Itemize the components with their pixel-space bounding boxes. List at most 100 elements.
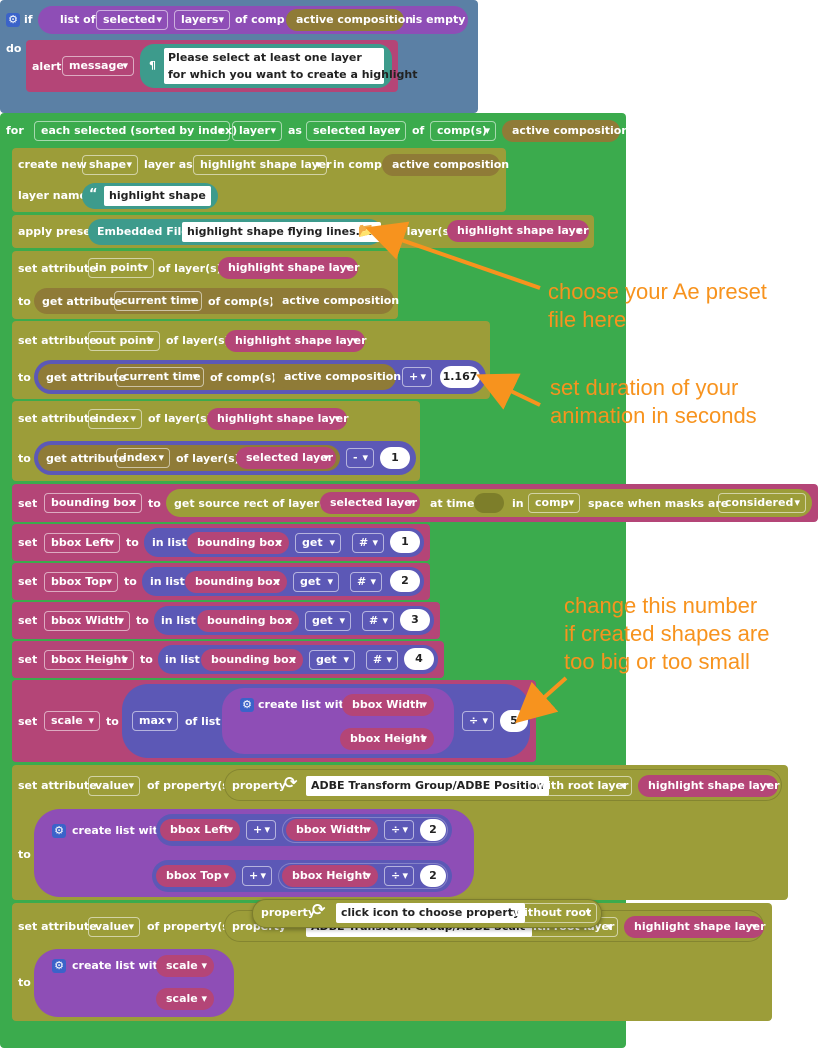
max-dropdown[interactable]: max	[132, 711, 178, 731]
highlight-shape-layer-pill[interactable]: highlight shape layer	[225, 330, 367, 352]
bbox-width-dropdown[interactable]: bbox Width	[44, 611, 130, 631]
considered-dropdown[interactable]: considered	[718, 493, 806, 513]
active-composition-pill[interactable]: active composition	[286, 9, 413, 31]
without-root-dropdown[interactable]: without root	[507, 903, 597, 923]
gear-icon[interactable]: ⚙	[52, 824, 66, 838]
active-composition-pill[interactable]: active composition	[502, 120, 629, 142]
plus-operator-dropdown[interactable]: +	[242, 866, 272, 886]
divide-operator-dropdown[interactable]: ÷	[384, 866, 414, 886]
preset-annotation-line2: file here	[548, 307, 627, 332]
bbox-height-dropdown[interactable]: bbox Height	[44, 650, 134, 670]
index-dropdown[interactable]: index	[116, 448, 170, 468]
bbox-top-dropdown[interactable]: bbox Top	[44, 572, 118, 592]
get-dropdown[interactable]: get	[305, 611, 351, 631]
duration-number[interactable]: 1.167	[440, 366, 480, 388]
active-composition-pill[interactable]: active composition	[272, 290, 399, 312]
divisor-number[interactable]: 2	[420, 865, 446, 887]
selected-layer-pill[interactable]: selected layer	[320, 492, 420, 514]
alert-text-line1: Please select at least one layer	[168, 51, 362, 64]
divide-operator-dropdown[interactable]: ÷	[384, 820, 414, 840]
of-layers-label: of layer(s)	[176, 452, 240, 465]
if-label: if	[24, 13, 33, 26]
hash-dropdown[interactable]: #	[350, 572, 382, 592]
click-icon-text[interactable]: click icon to choose property	[336, 903, 526, 923]
bounding-box-pill[interactable]: bounding box	[187, 532, 289, 554]
current-time-dropdown[interactable]: current time	[114, 291, 202, 311]
adbe-position-text[interactable]: ADBE Transform Group/ADBE Position	[306, 776, 550, 796]
index-dropdown[interactable]: index	[88, 409, 142, 429]
scale-dropdown[interactable]: scale	[44, 711, 100, 731]
divisor-number[interactable]: 2	[420, 819, 446, 841]
bbox-top-pill[interactable]: bbox Top	[156, 865, 236, 887]
active-composition-pill[interactable]: active composition	[382, 154, 509, 176]
layer-dropdown[interactable]: layer	[232, 121, 282, 141]
get-dropdown[interactable]: get	[309, 650, 355, 670]
shape-dropdown[interactable]: shape	[82, 155, 138, 175]
comp-space-dropdown[interactable]: comp	[528, 493, 580, 513]
get-dropdown[interactable]: get	[293, 572, 339, 592]
bounding-box-dropdown[interactable]: bounding box	[44, 493, 142, 513]
property-label: property	[261, 906, 316, 919]
selected-layer-pill[interactable]: selected layer	[236, 447, 336, 469]
highlight-shape-layer-pill[interactable]: highlight shape layer	[207, 408, 349, 430]
with-root-layer-dropdown[interactable]: with root layer	[530, 776, 632, 796]
divide-operator-dropdown[interactable]: ÷	[462, 711, 494, 731]
value-dropdown[interactable]: value	[88, 776, 140, 796]
at-time-label: at time	[430, 497, 475, 510]
alert-text-box[interactable]	[164, 48, 384, 84]
gear-icon[interactable]: ⚙	[52, 959, 66, 973]
out-point-dropdown[interactable]: out point	[88, 331, 160, 351]
selected-layer-dropdown[interactable]: selected layer	[306, 121, 406, 141]
bbox-left-pill[interactable]: bbox Left	[160, 819, 240, 841]
plus-operator-dropdown[interactable]: +	[246, 820, 276, 840]
list-index-number[interactable]: 3	[400, 609, 430, 631]
list-index-number[interactable]: 4	[404, 648, 434, 670]
bbox-height-pill[interactable]: bbox Height	[282, 865, 378, 887]
highlight-shape-layer-pill[interactable]: highlight shape layer	[218, 257, 360, 279]
scale-pill[interactable]: scale	[156, 988, 214, 1010]
to-label: to	[126, 536, 139, 549]
gear-icon[interactable]: ⚙	[6, 13, 20, 27]
create-new-label: create new	[18, 158, 87, 171]
preset-file-name[interactable]: highlight shape flying lines.ffx	[182, 222, 381, 242]
scale-pill[interactable]: scale	[156, 955, 214, 977]
gear-icon[interactable]: ⚙	[240, 698, 254, 712]
bbox-width-pill[interactable]: bbox Width	[286, 819, 378, 841]
highlight-shape-layer-pill[interactable]: highlight shape layer	[624, 916, 766, 938]
message-dropdown[interactable]: message	[62, 56, 134, 76]
bounding-box-pill[interactable]: bounding box	[185, 571, 287, 593]
bbox-left-dropdown[interactable]: bbox Left	[44, 533, 120, 553]
list-index-number[interactable]: 2	[390, 570, 420, 592]
of-comps-label: of comp(s)	[210, 371, 277, 384]
time-input-slot[interactable]	[474, 493, 504, 513]
highlight-shape-layer-dropdown[interactable]: highlight shape layer	[193, 155, 332, 175]
bounding-box-pill[interactable]: bounding box	[201, 649, 303, 671]
minus-operator-dropdown[interactable]: -	[346, 448, 374, 468]
to-label: to	[124, 575, 137, 588]
bbox-height-pill[interactable]: bbox Height	[340, 728, 434, 750]
get-dropdown[interactable]: get	[295, 533, 341, 553]
refresh-icon[interactable]: ⟳	[284, 773, 298, 792]
hash-dropdown[interactable]: #	[366, 650, 398, 670]
value-dropdown[interactable]: value	[88, 917, 140, 937]
bbox-width-pill[interactable]: bbox Width	[342, 694, 434, 716]
layers-dropdown[interactable]: layers	[174, 10, 230, 30]
hash-dropdown[interactable]: #	[362, 611, 394, 631]
highlight-shape-text[interactable]: highlight shape	[104, 186, 211, 206]
current-time-dropdown[interactable]: current time	[116, 367, 204, 387]
refresh-icon[interactable]: ⟳	[312, 900, 326, 919]
in-point-dropdown[interactable]: in point	[88, 258, 154, 278]
list-index-number[interactable]: 1	[390, 531, 420, 553]
highlight-shape-layer-pill[interactable]: highlight shape layer	[638, 775, 780, 797]
active-composition-pill[interactable]: active composition	[274, 366, 401, 388]
set-attribute-label: set attribute	[18, 334, 97, 347]
index-offset-number[interactable]: 1	[380, 447, 410, 469]
bounding-box-pill[interactable]: bounding box	[197, 610, 299, 632]
highlight-shape-layer-pill[interactable]: highlight shape layer	[447, 220, 589, 242]
plus-operator-dropdown[interactable]: +	[402, 367, 432, 387]
hash-dropdown[interactable]: #	[352, 533, 384, 553]
selected-dropdown[interactable]: selected	[96, 10, 168, 30]
comps-dropdown[interactable]: comp(s)	[430, 121, 496, 141]
each-selected-dropdown[interactable]: each selected (sorted by index)	[34, 121, 237, 141]
